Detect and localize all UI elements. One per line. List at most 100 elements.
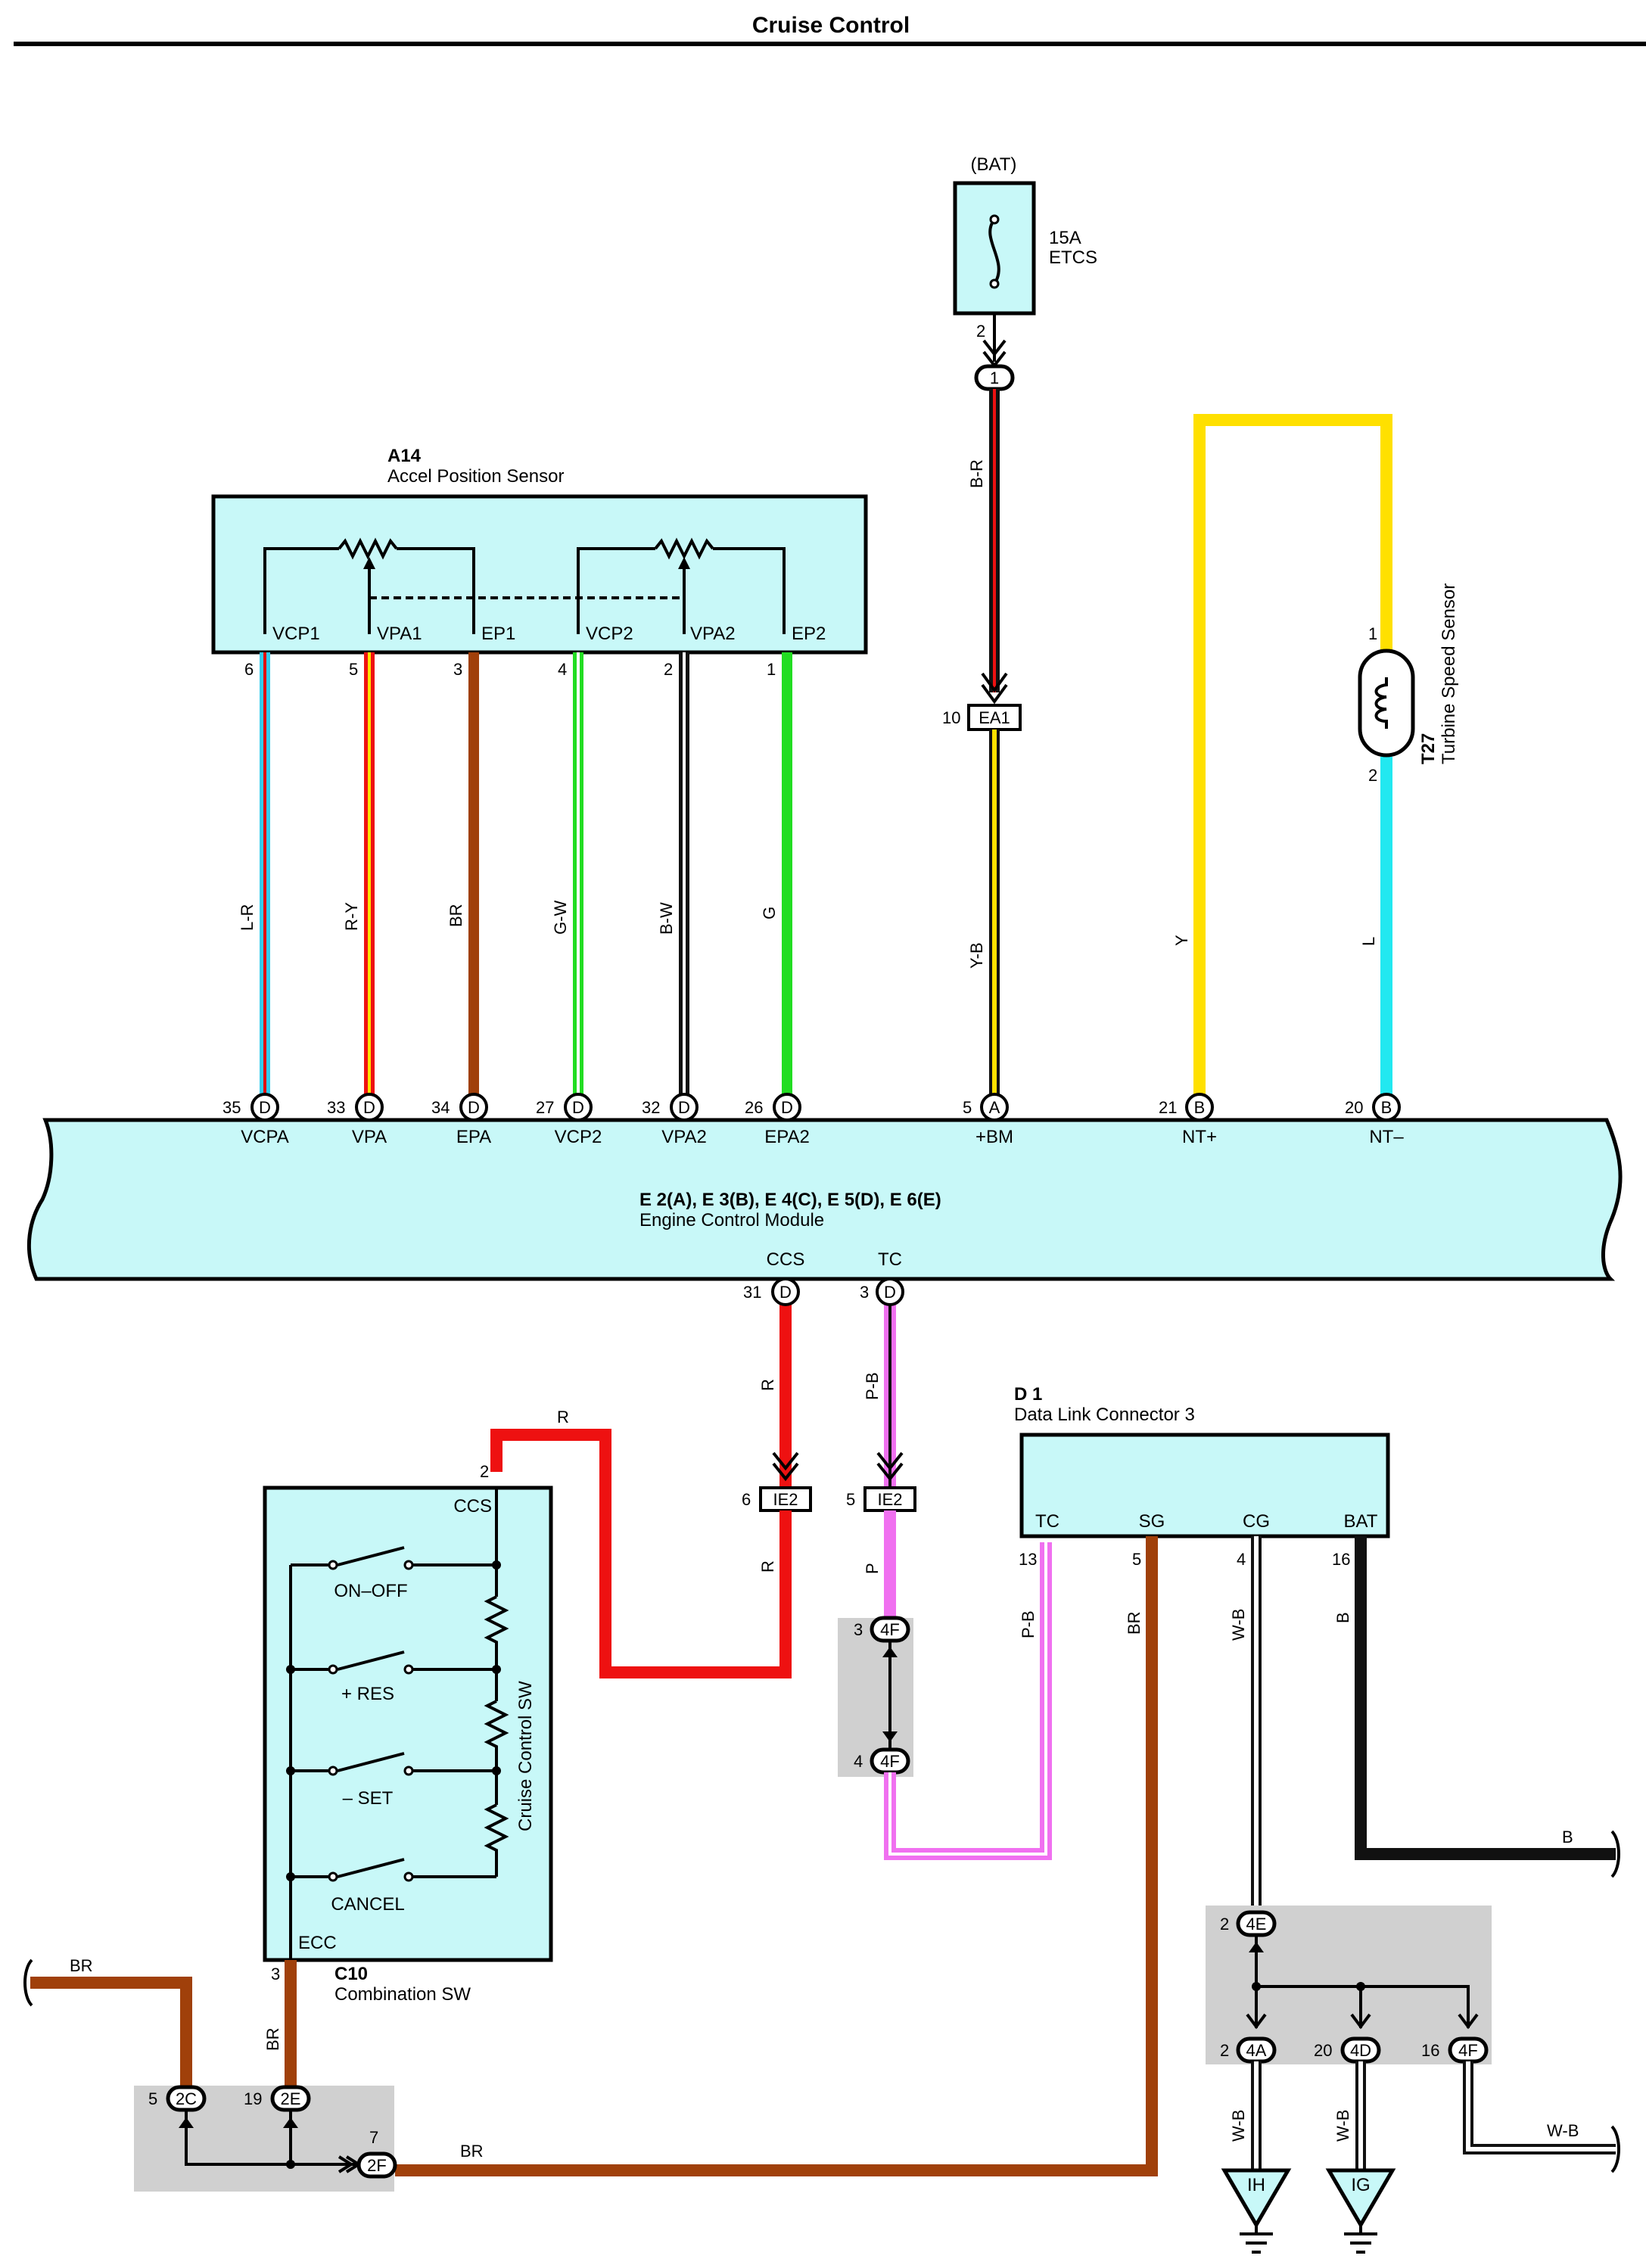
wire-label-y-b: Y-B — [967, 942, 986, 969]
wire-ep1: 3 BR — [447, 652, 479, 1097]
wire-dlc-sg — [395, 1536, 1158, 2176]
fuse-name: ETCS — [1049, 247, 1097, 268]
connector-ea1-pin: 10 — [942, 708, 960, 727]
ecm-pin-bm: A 5 +BM — [963, 1093, 1013, 1147]
potentiometer-1-icon — [338, 537, 398, 560]
accel-terminal-label: VPA2 — [690, 624, 736, 644]
ground-label: IG — [1351, 2175, 1370, 2195]
wire-label: G — [760, 907, 779, 919]
wire-y-b: Y-B — [967, 730, 1000, 1097]
wire-vpa2: 2 B-W — [657, 652, 689, 1097]
junction-2f-pin: 7 — [369, 2128, 378, 2147]
dlc-name: Data Link Connector 3 — [1014, 1405, 1195, 1425]
junction-2f: 2F — [367, 2156, 387, 2175]
wire-label-b-r: B-R — [967, 459, 986, 488]
engine-control-module: E 2(A), E 3(B), E 4(C), E 5(D), E 6(E) E… — [26, 1118, 1623, 1281]
ecm-conn: D — [363, 1098, 375, 1117]
ecm-pin-number: 21 — [1159, 1098, 1177, 1117]
fuse-element-icon — [988, 218, 1000, 285]
dlc-pin: 5 — [1132, 1550, 1141, 1569]
wire-label-br-left: BR — [70, 1956, 93, 1975]
wire-label-w-b: W-B — [1547, 2121, 1579, 2140]
connector-ie2-tc: IE2 — [877, 1490, 902, 1509]
comb-sw-ecc-pin: 3 — [271, 1965, 280, 1983]
ground-label: IH — [1247, 2175, 1265, 2195]
comb-sw-code: C10 — [334, 1964, 368, 1984]
wire-label: BR — [1125, 1611, 1143, 1635]
ecm-pin-number: 35 — [222, 1098, 241, 1117]
wire-tc: P-B IE2 5 P 4F 3 4F 4 — [846, 1302, 1052, 1860]
turbine-sensor-name: Turbine Speed Sensor — [1439, 583, 1459, 764]
resistor-icon — [484, 1700, 509, 1805]
wire-vpa1: 5 R-Y — [342, 652, 375, 1097]
data-link-connector: D 1 Data Link Connector 3 TC SG CG BAT 1… — [1014, 1384, 1390, 1641]
switch-on-off: ON–OFF — [291, 1546, 496, 1601]
turbine-sensor-code: T27 — [1418, 733, 1439, 764]
junction-2c: 2C — [176, 2089, 197, 2108]
dlc-terminal-label: SG — [1139, 1511, 1165, 1532]
junction-4e-pin: 2 — [1220, 1915, 1229, 1934]
junction-2e: 2E — [281, 2089, 301, 2108]
switch-label: + RES — [341, 1684, 394, 1704]
junction-4f-top-pin: 3 — [854, 1620, 863, 1639]
ground-ih: IH — [1221, 2168, 1292, 2254]
ground-ig: IG — [1325, 2168, 1396, 2254]
fuse-rating: 15A — [1049, 228, 1081, 248]
fuse-junction: 1 — [990, 369, 999, 387]
wire-label: B-W — [657, 902, 676, 935]
ecm-pin-number: 33 — [327, 1098, 345, 1117]
junction-4a-pin: 2 — [1220, 2041, 1229, 2060]
ecm-pin-tc: D 3 — [860, 1277, 904, 1306]
wire-b-r: B-R EA1 10 — [942, 389, 1022, 731]
turbine-pin-1: 1 — [1368, 624, 1377, 643]
fuse-source: (BAT) — [971, 154, 1017, 175]
junction-4f-bottom: 4F — [880, 1752, 900, 1771]
switch-cancel: CANCEL — [291, 1858, 414, 1915]
wire-label-r-lower: R — [758, 1560, 777, 1573]
sensor-pin: 3 — [453, 660, 462, 679]
switch-set: – SET — [291, 1752, 496, 1809]
connector-ie2: IE2 — [773, 1490, 798, 1509]
wire-label: B — [1333, 1612, 1352, 1623]
ecm-tc-label: TC — [878, 1249, 902, 1270]
connector-ie2-tc-pin: 5 — [846, 1490, 855, 1509]
ecm-pin-number: 20 — [1345, 1098, 1363, 1117]
ecm-pin-label: NT– — [1369, 1127, 1404, 1147]
dlc-pin: 13 — [1019, 1550, 1037, 1569]
ecm-conn: D — [468, 1098, 480, 1117]
wire-continuation-icon — [1610, 2125, 1620, 2173]
junction-2e-pin: 19 — [244, 2089, 262, 2108]
junction-4f: 4F — [1458, 2041, 1478, 2060]
wire-label: L-R — [238, 904, 257, 931]
wire-label: BR — [447, 904, 465, 927]
connector-arrow-icon — [876, 1451, 904, 1482]
fuse-etcs: (BAT) 15A ETCS 2 1 — [953, 154, 1097, 391]
ecm-pin-number: 34 — [431, 1098, 450, 1117]
dlc-terminal-label: CG — [1243, 1511, 1270, 1532]
ecm-conn: A — [989, 1098, 1000, 1117]
ecm-pin-label: EPA2 — [764, 1127, 810, 1147]
page-title: Cruise Control — [752, 13, 910, 38]
connector-arrow-icon — [981, 672, 1008, 705]
comb-sw-ecc-label: ECC — [298, 1933, 337, 1953]
cruise-control-sw-label: Cruise Control SW — [515, 1681, 536, 1831]
wire-label-r: R — [758, 1379, 777, 1391]
wire-ep2: 1 G — [760, 652, 792, 1097]
ecm-pin-epa: D 34 EPA — [431, 1093, 491, 1147]
comb-sw-name: Combination SW — [334, 1984, 471, 2005]
junction-4a: 4A — [1246, 2041, 1267, 2060]
wire-label-p: P — [863, 1563, 882, 1574]
ecm-top-pins: D 35 VCPA D 33 VPA D 34 EPA D 27 VCP2 D … — [222, 1093, 1404, 1147]
accel-terminal-label: VCP2 — [586, 624, 633, 644]
accel-terminal-label: VCP1 — [272, 624, 320, 644]
wire-label: R-Y — [342, 902, 361, 931]
ecm-conn: D — [678, 1098, 690, 1117]
wire-label-w-b: W-B — [1333, 2110, 1352, 2142]
comb-sw-ccs-pin: 2 — [480, 1462, 489, 1481]
junction-4f-top: 4F — [880, 1620, 900, 1639]
ecm-pin-label: EPA — [456, 1127, 491, 1147]
dlc-pin: 4 — [1237, 1550, 1246, 1569]
ground-junction: 4E 2 4A 2 4D 20 4F 16 W-B W-B W-B — [1220, 1910, 1620, 2254]
wire-vcp1: 6 L-R — [238, 652, 270, 1097]
ecm-pin-number: 5 — [963, 1098, 972, 1117]
